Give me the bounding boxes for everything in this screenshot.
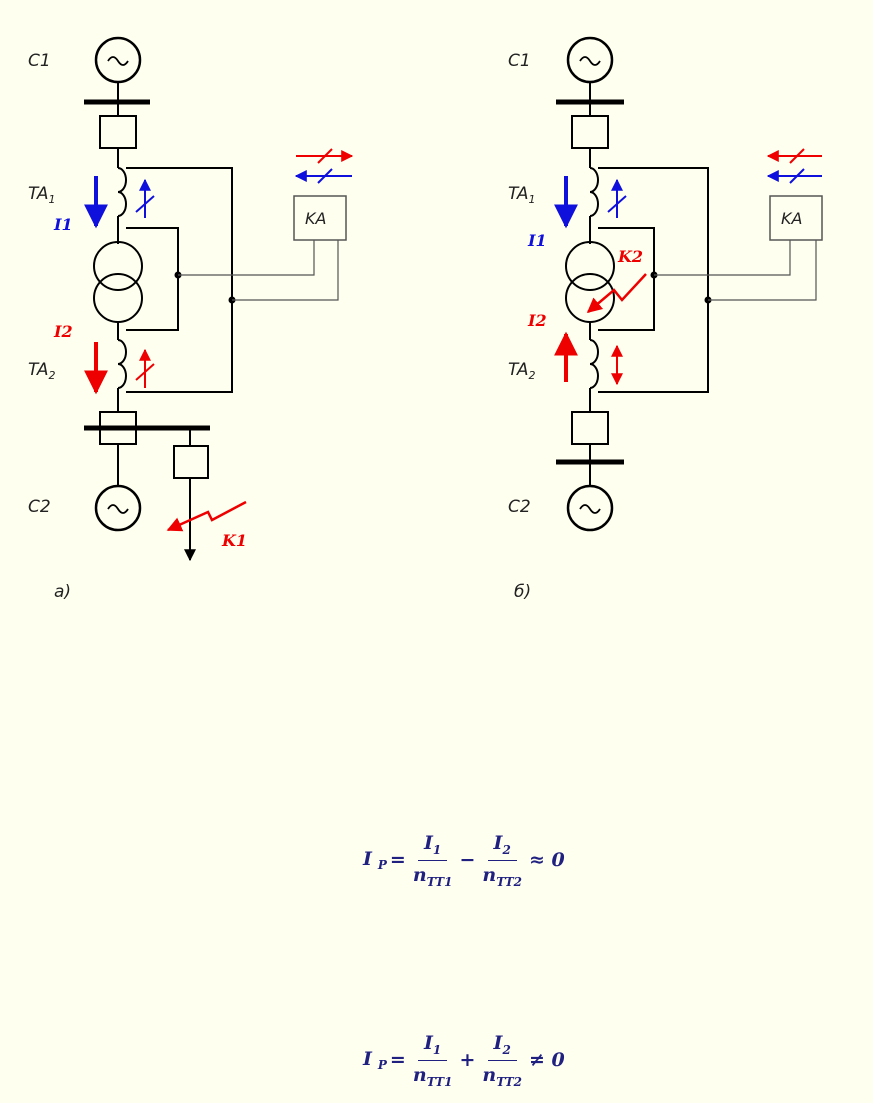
power-transformer-icon	[94, 242, 142, 322]
ct1-coil	[590, 168, 598, 216]
label-i1: I1	[527, 231, 547, 250]
ct1-coil	[118, 168, 126, 216]
label-ka: KA	[781, 209, 802, 228]
formula-eq: =	[390, 849, 406, 871]
fraction-ct2: I2 nTT2	[482, 1032, 522, 1089]
generator-c2-icon	[568, 486, 612, 530]
formula-relation: ≈ 0	[529, 849, 565, 871]
relay-current-arrows-icon	[768, 149, 822, 183]
breaker-bottom	[572, 412, 608, 444]
generator-c1-icon	[568, 38, 612, 82]
label-ta1: TA1	[508, 184, 535, 206]
label-i2: I2	[53, 322, 73, 341]
label-c2: C2	[508, 497, 531, 517]
label-ta2: TA2	[508, 360, 535, 382]
label-ta1: TA1	[28, 184, 55, 206]
ct1-secondary-arrow	[608, 180, 626, 218]
label-c2: C2	[28, 497, 51, 517]
label-i2: I2	[527, 311, 547, 330]
formula-operator: +	[459, 1049, 475, 1071]
panel-b-labels: C1 C2 TA1 TA2 I1 I2 KA K2 б)	[508, 51, 802, 602]
label-k2: K2	[617, 247, 643, 266]
fraction-ct2: I2 nTT2	[482, 832, 522, 889]
generator-c1-icon	[96, 38, 140, 82]
panel-b-annotations	[566, 149, 822, 384]
breaker-feeder	[174, 446, 208, 478]
formula-relation: ≠ 0	[529, 1049, 565, 1071]
label-k1: K1	[221, 531, 247, 550]
ct2-secondary-arrow	[136, 350, 154, 388]
label-c1: C1	[28, 51, 51, 71]
fraction-ct1: I1 nTT1	[413, 1032, 453, 1089]
panel-a	[84, 38, 346, 560]
diagram-canvas: C1 C2 TA1 TA2 I1 I2 KA K1 а)	[0, 0, 873, 640]
caption-b: б)	[514, 582, 531, 602]
fraction-ct1: I1 nTT1	[413, 832, 453, 889]
ct2-coil	[118, 340, 126, 388]
formula-eq: =	[390, 1049, 406, 1071]
label-c1: C1	[508, 51, 531, 71]
relay-current-arrows-icon	[296, 149, 352, 183]
panel-b	[556, 38, 822, 530]
label-ta2: TA2	[28, 360, 55, 382]
generator-c2-icon	[96, 486, 140, 530]
caption-a: а)	[54, 582, 71, 602]
breaker-top	[100, 116, 136, 148]
label-ka: KA	[305, 209, 326, 228]
panel-a-annotations	[96, 149, 352, 530]
ct1-secondary-arrow	[136, 180, 154, 218]
fault-k1-lightning-icon	[168, 502, 246, 530]
label-i1: I1	[53, 215, 73, 234]
fault-k2-lightning-icon	[588, 274, 646, 312]
breaker-top	[572, 116, 608, 148]
ct2-coil	[590, 340, 598, 388]
formula-operator: −	[459, 849, 475, 871]
